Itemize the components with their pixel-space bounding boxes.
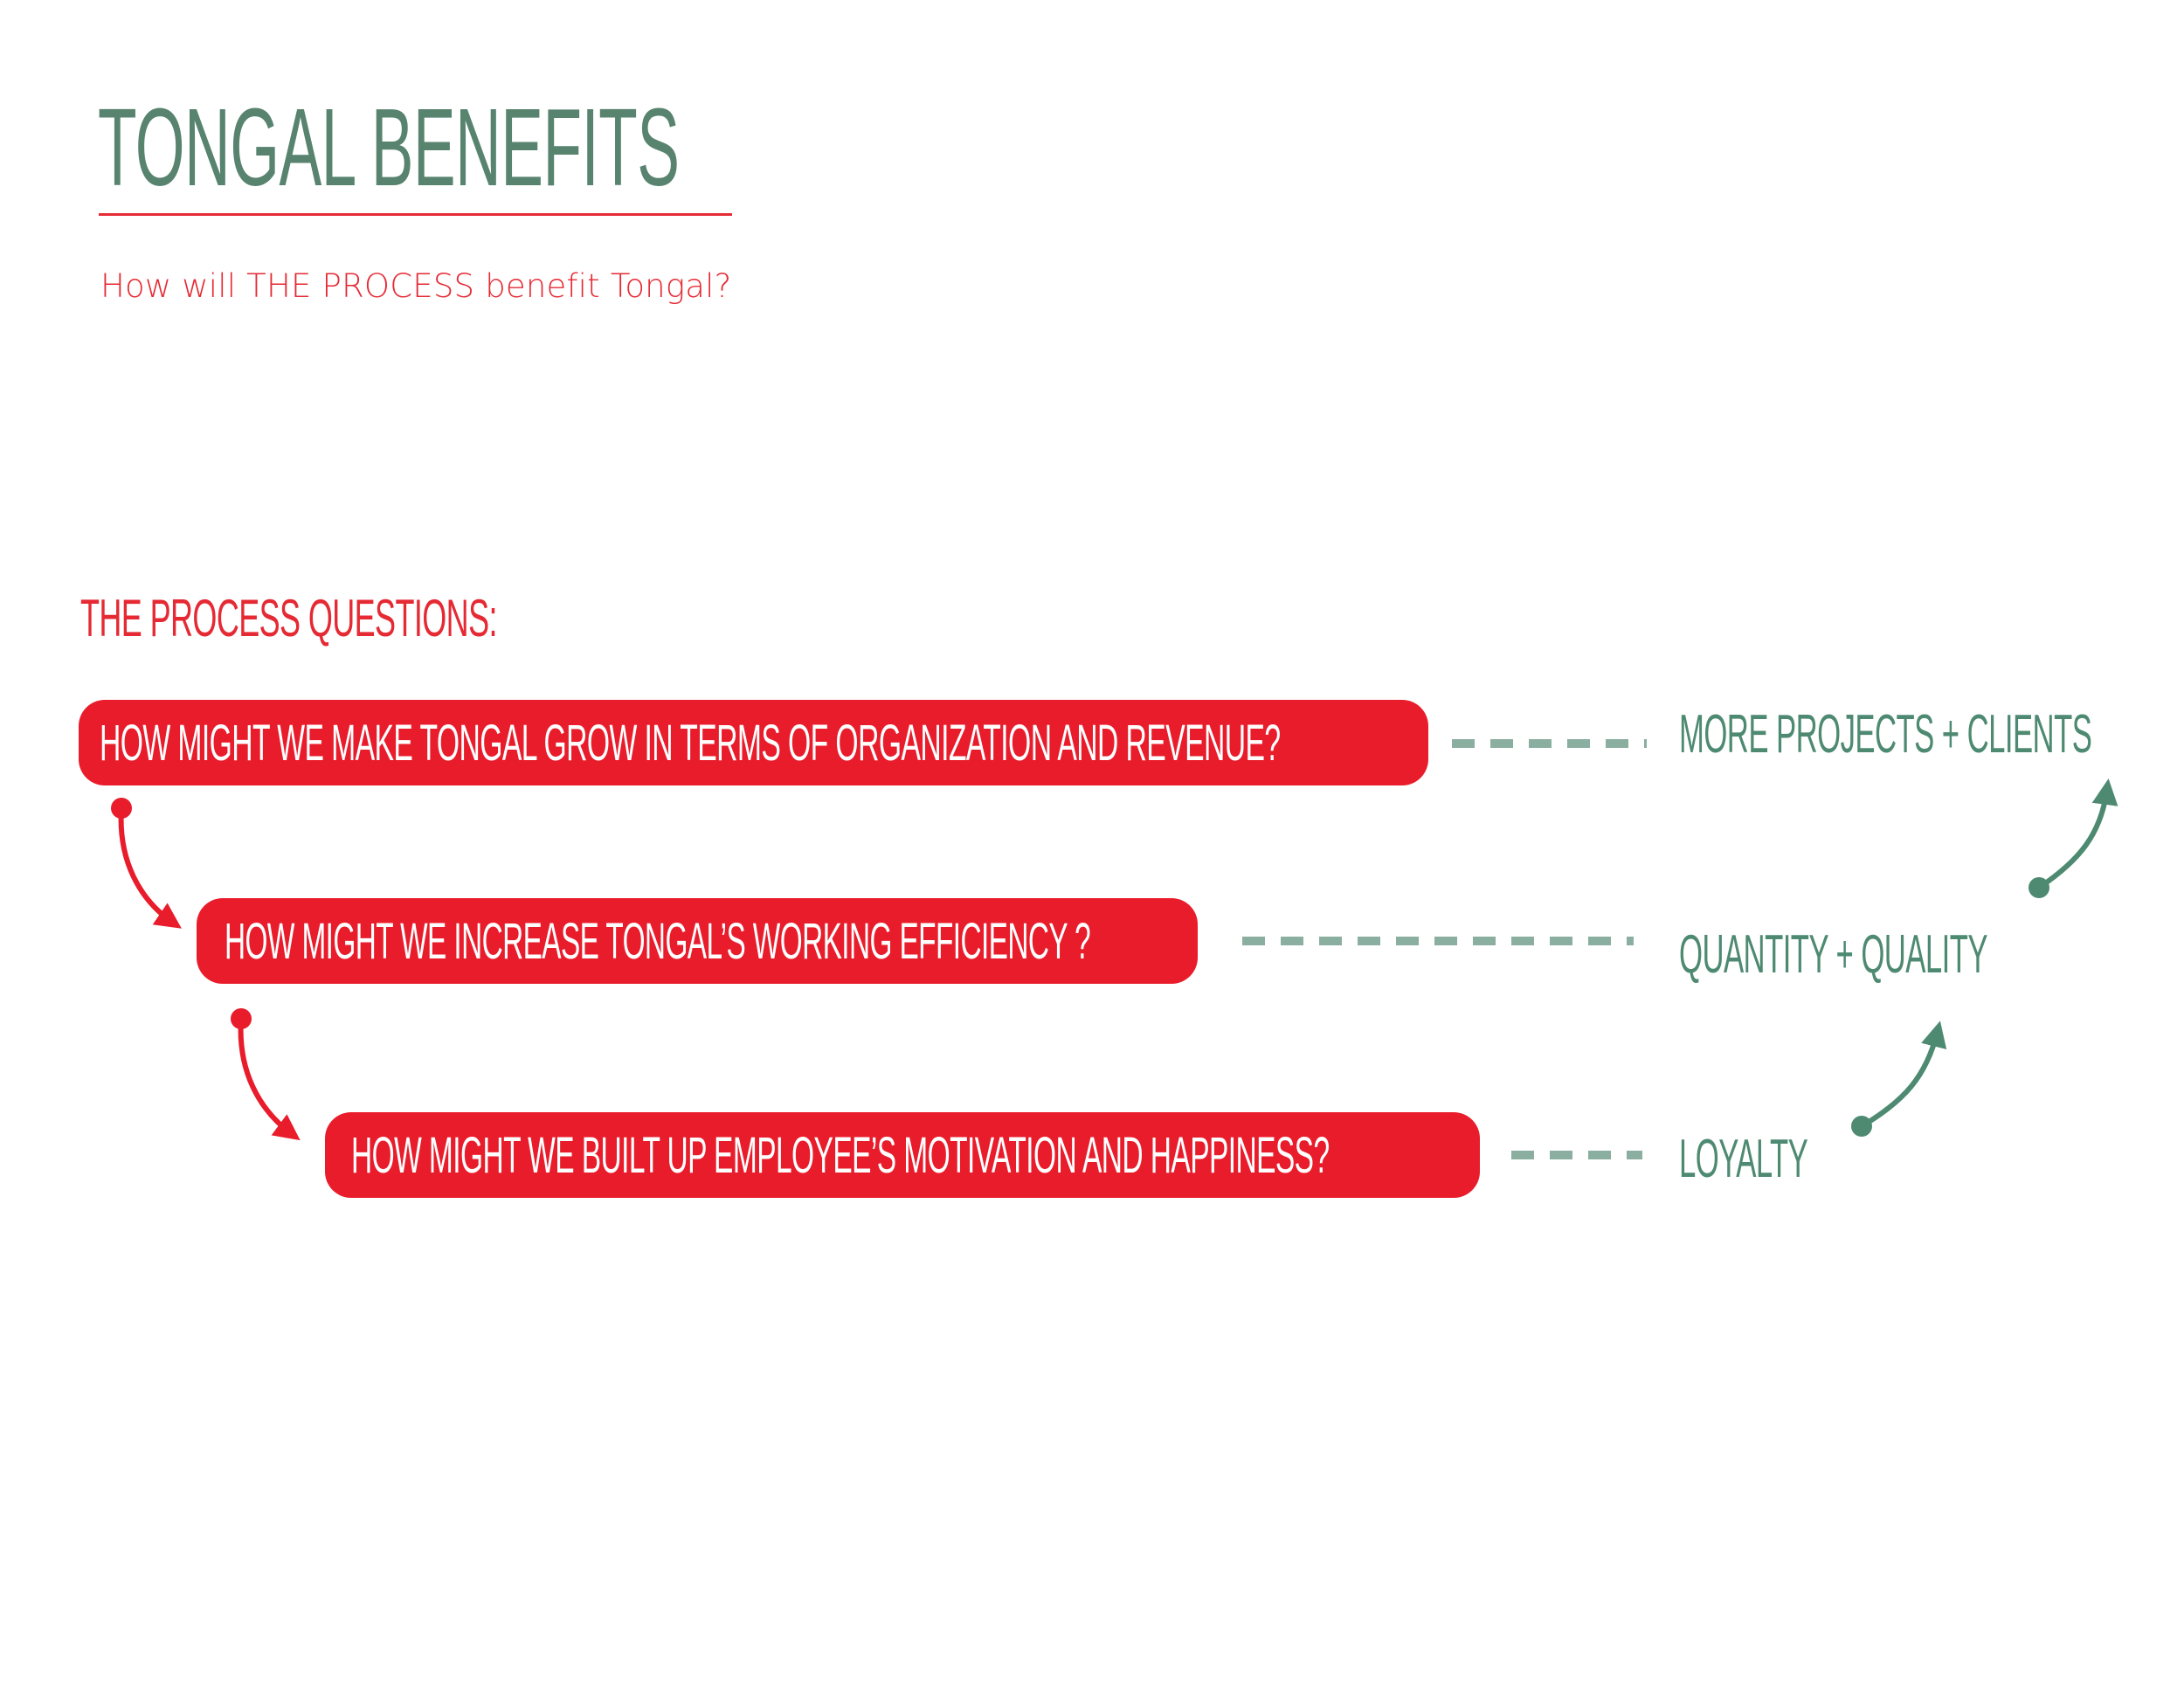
red-arrow-1 [111,798,182,929]
green-arrow-2 [2028,778,2118,898]
green-arrow-1 [1851,1020,1947,1137]
section-heading: THE PROCESS QUESTIONS: [80,589,497,647]
question-pill-1: HOW MIGHT WE MAKE TONGAL GROW IN TERMS O… [79,700,1428,785]
benefit-label-3: LOYALTY [1679,1129,1808,1189]
red-arrow-2 [231,1008,301,1141]
question-text-3: HOW MIGHT WE BUILT UP EMPLOYEE’S MOTIVAT… [351,1127,1330,1184]
question-pill-3: HOW MIGHT WE BUILT UP EMPLOYEE’S MOTIVAT… [325,1112,1480,1198]
question-text-1: HOW MIGHT WE MAKE TONGAL GROW IN TERMS O… [100,715,1281,771]
page-subtitle: How will THE PROCESS benefit Tongal? [100,267,732,305]
benefit-label-1: MORE PROJECTS + CLIENTS [1679,704,2092,764]
benefit-label-2: QUANTITY + QUALITY [1679,924,1988,985]
title-underline [99,213,732,216]
question-pill-2: HOW MIGHT WE INCREASE TONGAL’S WORKING E… [197,898,1198,984]
page-title: TONGAL BENEFITS [98,86,680,209]
question-text-2: HOW MIGHT WE INCREASE TONGAL’S WORKING E… [225,913,1091,970]
